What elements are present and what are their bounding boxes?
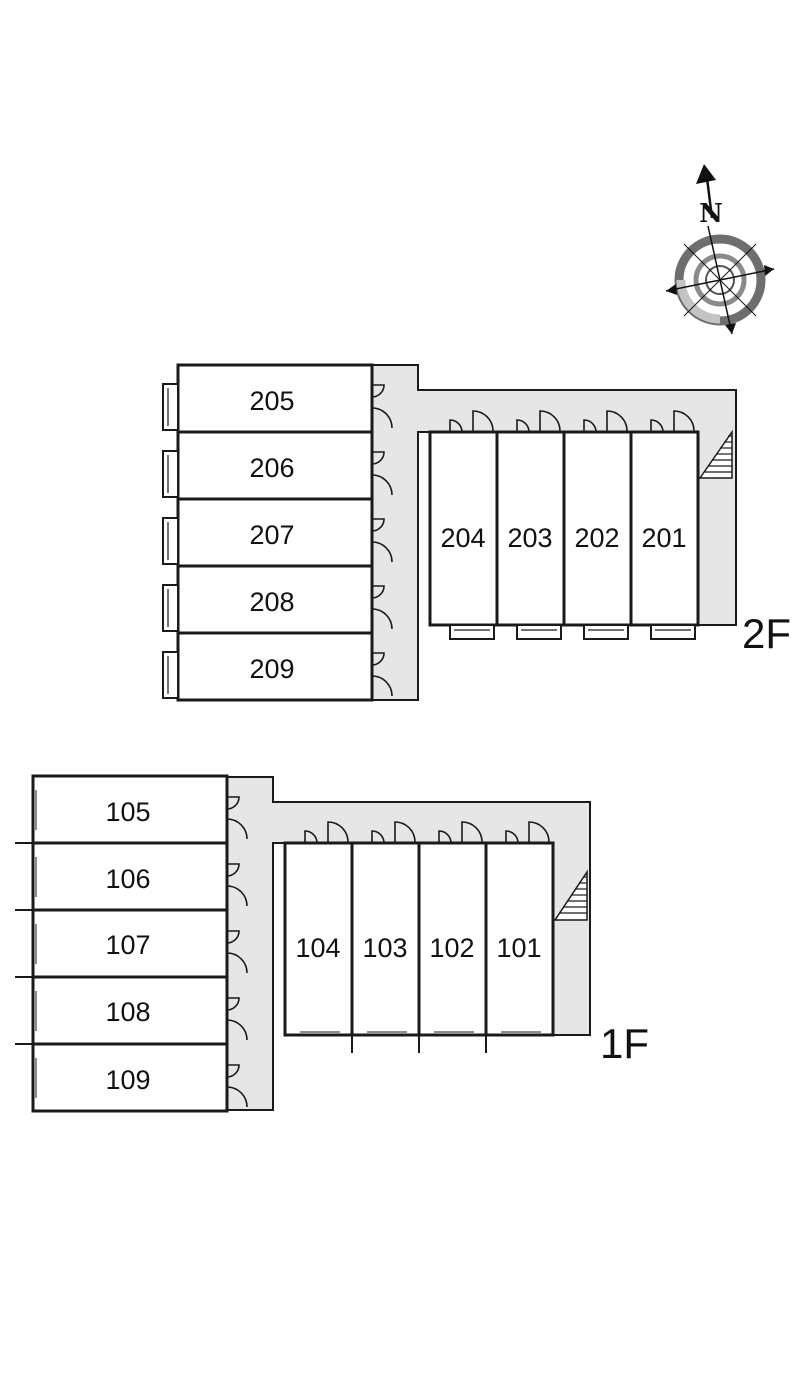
room-label-207: 207 — [249, 520, 294, 550]
room-label-105: 105 — [105, 797, 150, 827]
doors-1f-east — [304, 821, 550, 844]
floor-1f: 105 106 107 108 109 104 103 102 101 — [15, 774, 649, 1113]
room-203[interactable] — [495, 430, 566, 627]
room-label-203: 203 — [507, 523, 552, 553]
room-101[interactable] — [484, 841, 555, 1037]
room-109[interactable] — [31, 1042, 229, 1113]
room-label-202: 202 — [574, 523, 619, 553]
room-label-208: 208 — [249, 587, 294, 617]
room-label-104: 104 — [295, 933, 340, 963]
room-label-204: 204 — [440, 523, 485, 553]
room-label-103: 103 — [362, 933, 407, 963]
room-label-108: 108 — [105, 997, 150, 1027]
partition-lines-1f-west — [15, 790, 37, 1098]
windows-2f-west — [162, 383, 179, 699]
room-label-101: 101 — [496, 933, 541, 963]
room-207[interactable] — [176, 497, 374, 568]
room-108[interactable] — [31, 975, 229, 1046]
floor-2f: 205 206 207 208 209 204 203 202 201 — [162, 363, 791, 702]
room-label-201: 201 — [641, 523, 686, 553]
stairs-1f-icon — [553, 869, 588, 921]
partition-lines-1f-east — [300, 1031, 541, 1053]
room-209[interactable] — [176, 631, 374, 702]
windows-2f-east — [449, 624, 696, 640]
room-105[interactable] — [31, 774, 229, 845]
room-107[interactable] — [31, 908, 229, 979]
floor-label-2f: 2F — [742, 610, 791, 657]
room-label-107: 107 — [105, 930, 150, 960]
north-label: N — [699, 199, 723, 229]
doors-2f-east — [449, 410, 695, 433]
room-201[interactable] — [629, 430, 700, 627]
north-arrow-icon — [696, 164, 716, 184]
stairs-2f-icon — [698, 429, 733, 479]
room-label-205: 205 — [249, 386, 294, 416]
room-label-206: 206 — [249, 453, 294, 483]
room-label-209: 209 — [249, 654, 294, 684]
floor-label-1f: 1F — [600, 1020, 649, 1067]
room-label-109: 109 — [105, 1065, 150, 1095]
room-204[interactable] — [428, 430, 499, 627]
room-206[interactable] — [176, 430, 374, 501]
room-label-102: 102 — [429, 933, 474, 963]
doors-2f-west — [371, 384, 393, 698]
compass-icon: N — [665, 164, 775, 335]
room-104[interactable] — [283, 841, 354, 1037]
room-label-106: 106 — [105, 864, 150, 894]
doors-1f-west — [226, 796, 248, 1109]
